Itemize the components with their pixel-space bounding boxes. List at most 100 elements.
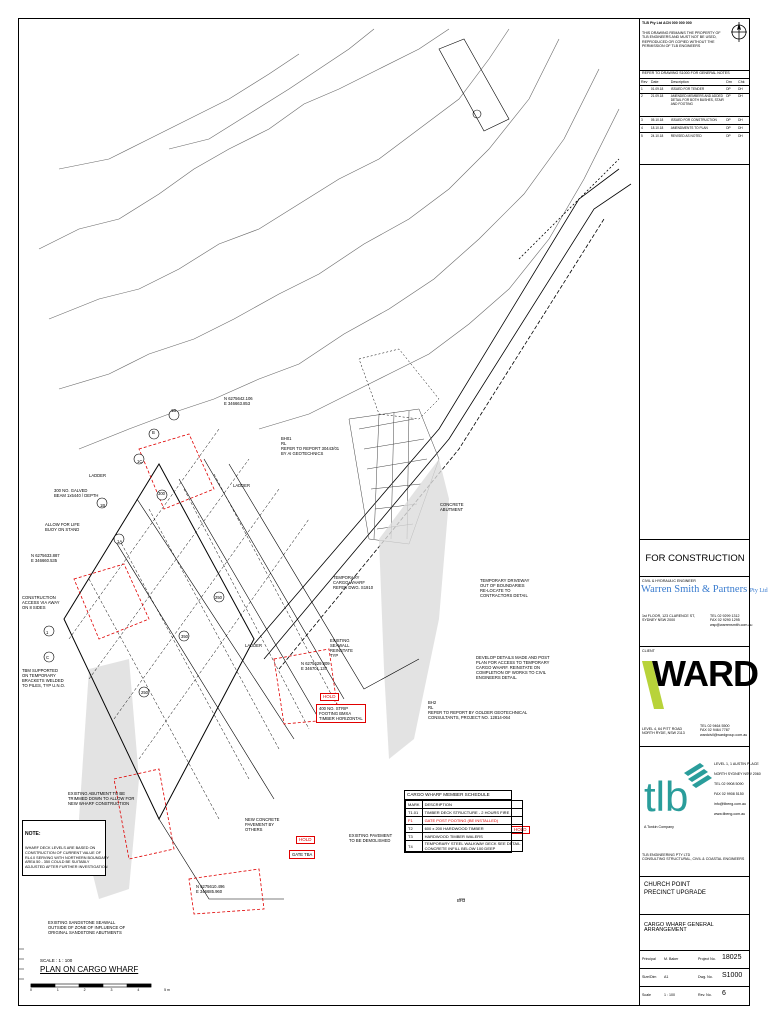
rev-cell: 3 <box>641 118 643 122</box>
client-name: WARD <box>652 653 759 694</box>
rev-cell: 5 <box>641 134 643 138</box>
note-temp-cargo: TEMPORARY CARGO WHARF REFER DWG. S1910 <box>333 575 374 590</box>
rev-no-label: Rev. No. <box>698 993 712 997</box>
project-name-2: PRECINCT UPGRADE <box>644 890 706 896</box>
status-block: FOR CONSTRUCTION <box>640 539 750 577</box>
copyright-block: TLB Pty Ltd ACN 000 000 000 THIS DRAWING… <box>640 19 750 71</box>
rev-cell: DP <box>726 134 731 138</box>
dim-label: 300 <box>158 491 165 496</box>
rev-cell: DH <box>738 126 743 130</box>
wharf-beam <box>136 498 295 740</box>
schedule-header-cell: DESCRIPTION <box>421 800 524 809</box>
rev-cell: 24.10.18 <box>650 134 664 138</box>
hold-outline <box>113 768 175 860</box>
drawing-title-block: CARGO WHARF GENERAL ARRANGEMENT <box>640 915 750 951</box>
contour-line <box>168 28 375 150</box>
note-bh02: BH2 RL REFER TO REPORT BY GOLDER GEOTECH… <box>428 700 528 720</box>
note-tbm: TBM SUPPORTED ON TEMPORARY BRACKETS WELD… <box>22 668 66 688</box>
tlb-tagline: A Tonkin Company <box>644 825 674 829</box>
access-road-dash <box>518 158 620 260</box>
copyright-body: THIS DRAWING REMAINS THE PROPERTY OF TLB… <box>642 31 721 49</box>
grid-label-b: B <box>152 430 155 435</box>
project-no-label: Project No. <box>698 957 716 961</box>
meta-row-3: Scale 1 : 100 Rev. No. 6 <box>640 987 750 1005</box>
hold-text: 400 NO. STRIP FOOTING BMXA TIMBER HORIZO… <box>316 704 366 723</box>
scale-label: Scale <box>642 993 651 997</box>
rev-cell: DP <box>726 87 731 91</box>
civil-logo: Warren Smith & Partners Pty Ltd <box>641 584 768 595</box>
note-ladder: LADDER <box>245 643 262 648</box>
schedule-cell: 600 x 200 HARDWOOD TIMBER <box>421 824 524 833</box>
scale-tick: 5 m <box>164 988 170 992</box>
hold-text: GATE TBA <box>289 850 316 859</box>
scale-bar-seg <box>126 983 152 988</box>
hold-tag: HOLD <box>296 836 315 844</box>
schedule-cell: T4 <box>405 840 423 852</box>
note-joist: 300 NO. GALVED BEAM 1x5440 / DEPTH <box>54 488 99 498</box>
drawing-title: CARGO WHARF GENERAL ARRANGEMENT <box>644 922 714 933</box>
wharf-outline <box>63 463 255 821</box>
schedule-cell: TIMBER DECK STRUCTURE - 2 HOURS FIRE <box>421 808 524 817</box>
civil-engineer-block: CIVIL & HYDRAULIC ENGINEER Warren Smith … <box>640 577 768 647</box>
engineer-address: LEVEL 1, 1 AUSTIN PLACE NORTH SYDNEY NSW… <box>714 762 761 816</box>
dim-bubble <box>178 630 190 642</box>
seawall-fill <box>379 459 449 759</box>
rev-cell: 01.09.18 <box>650 87 664 91</box>
rev-header: Rev Date Description Drn Chk <box>640 79 750 86</box>
dim-label: 350 <box>181 634 188 639</box>
contour-line <box>58 53 300 170</box>
note-title: NOTE: <box>25 831 41 838</box>
grid-bubble <box>133 453 145 465</box>
principal-value: M. Baker <box>664 957 679 961</box>
edge-ticks <box>19 948 24 980</box>
wharf-beam <box>203 458 345 700</box>
client-address: LEVEL 4, 64 PITT ROAD NORTH RYDE, NSW 21… <box>642 727 685 736</box>
rev-cell: DH <box>738 118 743 122</box>
blank-area <box>640 165 750 557</box>
engineer-footer: TLB ENGINEERING PTY LTD CONSULTING STRUC… <box>642 853 745 862</box>
note-existing-pavement: EXISTING PAVEMENT TO BE DEMOLISHED <box>349 833 393 843</box>
scale-tick: 1 <box>56 988 59 992</box>
note-develop: DEVELOP DETAILS MADE AND POST PLAN FOR A… <box>476 655 550 680</box>
schedule-header-cell: MARK <box>405 800 423 809</box>
client-label: CLIENT <box>642 649 655 653</box>
rev-cell: 21.09.18 <box>650 94 664 98</box>
civil-suffix: Pty Ltd <box>749 588 768 594</box>
civil-contact: TEL 02 9299 1312 FAX 02 9290 1295 wsp@wa… <box>710 614 753 627</box>
note-existing-stone: EXISTING SANDSTONE SEAWALL OUTSIDE OF ZO… <box>48 920 126 935</box>
copyright-head: TLB Pty Ltd ACN 000 000 000 <box>642 21 692 25</box>
rev-header-cell: Drn <box>726 80 732 84</box>
schedule-title: CARGO WHARF MEMBER SCHEDULE <box>405 791 511 800</box>
dim-bubble <box>156 489 168 501</box>
meta-row-2: Size/Dim A1 Dwg. No. S1000 <box>640 969 750 987</box>
scale-bar-labels: 0 1 2 3 4 5 m <box>30 988 170 992</box>
contour-line <box>258 108 620 430</box>
plan-drawing <box>19 28 632 988</box>
scale-tick: 0 <box>30 988 32 992</box>
grid-label-1: 1 <box>46 630 49 635</box>
hold-outline <box>138 433 215 510</box>
note-body: WHARF DECK LEVELS ARE BASED ON CONSTRUCT… <box>25 846 109 869</box>
grid-bubble <box>96 497 108 509</box>
scale-tick: 3 <box>110 988 113 992</box>
note-ladder: LADDER <box>89 473 106 478</box>
grid-bubble <box>113 533 125 545</box>
future-outline <box>358 348 440 420</box>
hold-outline <box>188 868 265 915</box>
access-road-edge <box>253 168 620 645</box>
tlb-logo: tlb <box>644 773 689 820</box>
rev-cell: DP <box>726 94 731 98</box>
rev-cell: AMENDED MEMBERS AND ADDED DETAIL FOR BOT… <box>670 94 724 106</box>
size-label: Size/Dim <box>642 975 657 979</box>
grid-label-1d: 1D <box>171 408 177 413</box>
schedule-cell: T3 <box>405 832 423 841</box>
schedule-cell: HARDWOOD TIMBER WALERS <box>421 832 524 841</box>
